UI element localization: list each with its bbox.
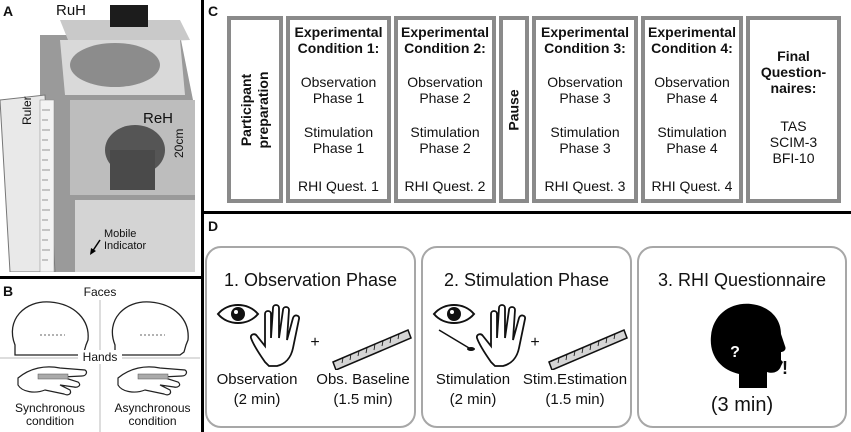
face-left-outline (11, 301, 89, 356)
rhi-duration: (3 min) (710, 394, 774, 416)
asynchronous-label: Asynchronous condition (114, 401, 191, 428)
panel-letter-a: A (3, 3, 14, 19)
panel-letter-b: B (3, 283, 14, 299)
observation-icons (216, 304, 412, 370)
condition-4-quest: RHI Quest. 4 (651, 178, 733, 194)
ruh-sleeve (110, 5, 148, 27)
stim-estimation-label: Stim.Estimation (1.5 min) (522, 371, 628, 408)
pause-label: Pause (505, 88, 522, 131)
rubber-hand-shape (70, 43, 160, 87)
speaking-head-icon (710, 303, 786, 388)
hands-label: Hands (78, 350, 122, 364)
setup-photo: RuH ReH Ruler 20cm Mobile Indicator (0, 0, 200, 273)
pause-box: Pause (499, 16, 529, 203)
faces-label: Faces (83, 285, 117, 299)
stimulation-plus: + (530, 334, 540, 351)
synchronous-label: Synchronous condition (14, 401, 86, 428)
reh-label: ReH (143, 110, 174, 127)
setup-photo-drawing (0, 0, 200, 273)
condition-4-title: Experimental Condition 4: (648, 24, 736, 56)
preparation-label: Participant preparation (238, 70, 271, 149)
condition-2-quest: RHI Quest. 2 (404, 178, 486, 194)
brush-icon (438, 329, 475, 351)
panel-b-drawing (0, 300, 200, 432)
divider-ab (0, 276, 204, 279)
condition-4-box: Experimental Condition 4: Observation Ph… (641, 16, 743, 203)
eye-icon (216, 304, 260, 324)
hand-right-outline (117, 366, 188, 396)
condition-1-quest: RHI Quest. 1 (298, 178, 379, 194)
ruler-icon (332, 329, 412, 370)
final-questionnaires-box: Final Question- naires: TAS SCIM-3 BFI-1… (746, 16, 841, 203)
condition-1-observation: Observation Phase 1 (300, 74, 377, 106)
divider-cd (201, 211, 851, 214)
eye-icon (432, 304, 476, 324)
condition-4-stimulation: Stimulation Phase 4 (657, 124, 727, 156)
condition-3-box: Experimental Condition 3: Observation Ph… (532, 16, 638, 203)
observation-phase-box: 1. Observation Phase + Observation (2 mi… (205, 246, 416, 428)
face-right-outline (111, 301, 189, 356)
stimulation-icons (432, 304, 628, 370)
obs-baseline-label: Obs. Baseline (1.5 min) (316, 371, 410, 408)
condition-3-quest: RHI Quest. 3 (544, 178, 626, 194)
final-questionnaires-title: Final Question- naires: (760, 48, 827, 96)
final-questionnaires-items: TAS SCIM-3 BFI-10 (769, 118, 818, 166)
condition-1-title: Experimental Condition 1: (294, 24, 383, 56)
panel-letter-c: C (208, 3, 219, 19)
mobile-indicator-label: Mobile Indicator (104, 228, 147, 252)
condition-2-stimulation: Stimulation Phase 2 (410, 124, 480, 156)
preparation-box: Participant preparation (227, 16, 283, 203)
rhi-questionnaire-box: 3. RHI Questionnaire ? ! (3 min) (637, 246, 847, 428)
condition-3-observation: Observation Phase 3 (547, 74, 623, 106)
condition-2-box: Experimental Condition 2: Observation Ph… (394, 16, 496, 203)
condition-3-title: Experimental Condition 3: (541, 24, 629, 56)
stimulation-label: Stimulation (2 min) (435, 371, 511, 408)
panel-letter-d: D (208, 218, 219, 234)
distance-label: 20cm (172, 128, 186, 158)
condition-3-stimulation: Stimulation Phase 3 (550, 124, 620, 156)
hand-icon (249, 304, 300, 367)
hand-left-outline (17, 366, 88, 396)
observation-label: Observation (2 min) (216, 371, 298, 408)
stimulation-phase-box: 2. Stimulation Phase + Stimulation (2 mi… (421, 246, 632, 428)
observation-phase-title: 1. Observation Phase (223, 270, 398, 290)
condition-2-title: Experimental Condition 2: (401, 24, 489, 56)
observation-plus: + (310, 334, 320, 351)
divider-vertical (201, 0, 204, 432)
hand-icon (475, 304, 526, 367)
ruler-icon (548, 329, 628, 370)
condition-1-box: Experimental Condition 1: Observation Ph… (286, 16, 391, 203)
question-mark: ? (730, 344, 740, 361)
rhi-questionnaire-title: 3. RHI Questionnaire (657, 270, 827, 290)
condition-2-observation: Observation Phase 2 (407, 74, 483, 106)
condition-1-stimulation: Stimulation Phase 1 (303, 124, 374, 156)
ruler-label: Ruler (20, 96, 34, 125)
stimulation-phase-title: 2. Stimulation Phase (443, 270, 610, 290)
ruh-label: RuH (56, 2, 87, 19)
condition-4-observation: Observation Phase 4 (654, 74, 730, 106)
exclamation-mark: ! (782, 358, 788, 378)
